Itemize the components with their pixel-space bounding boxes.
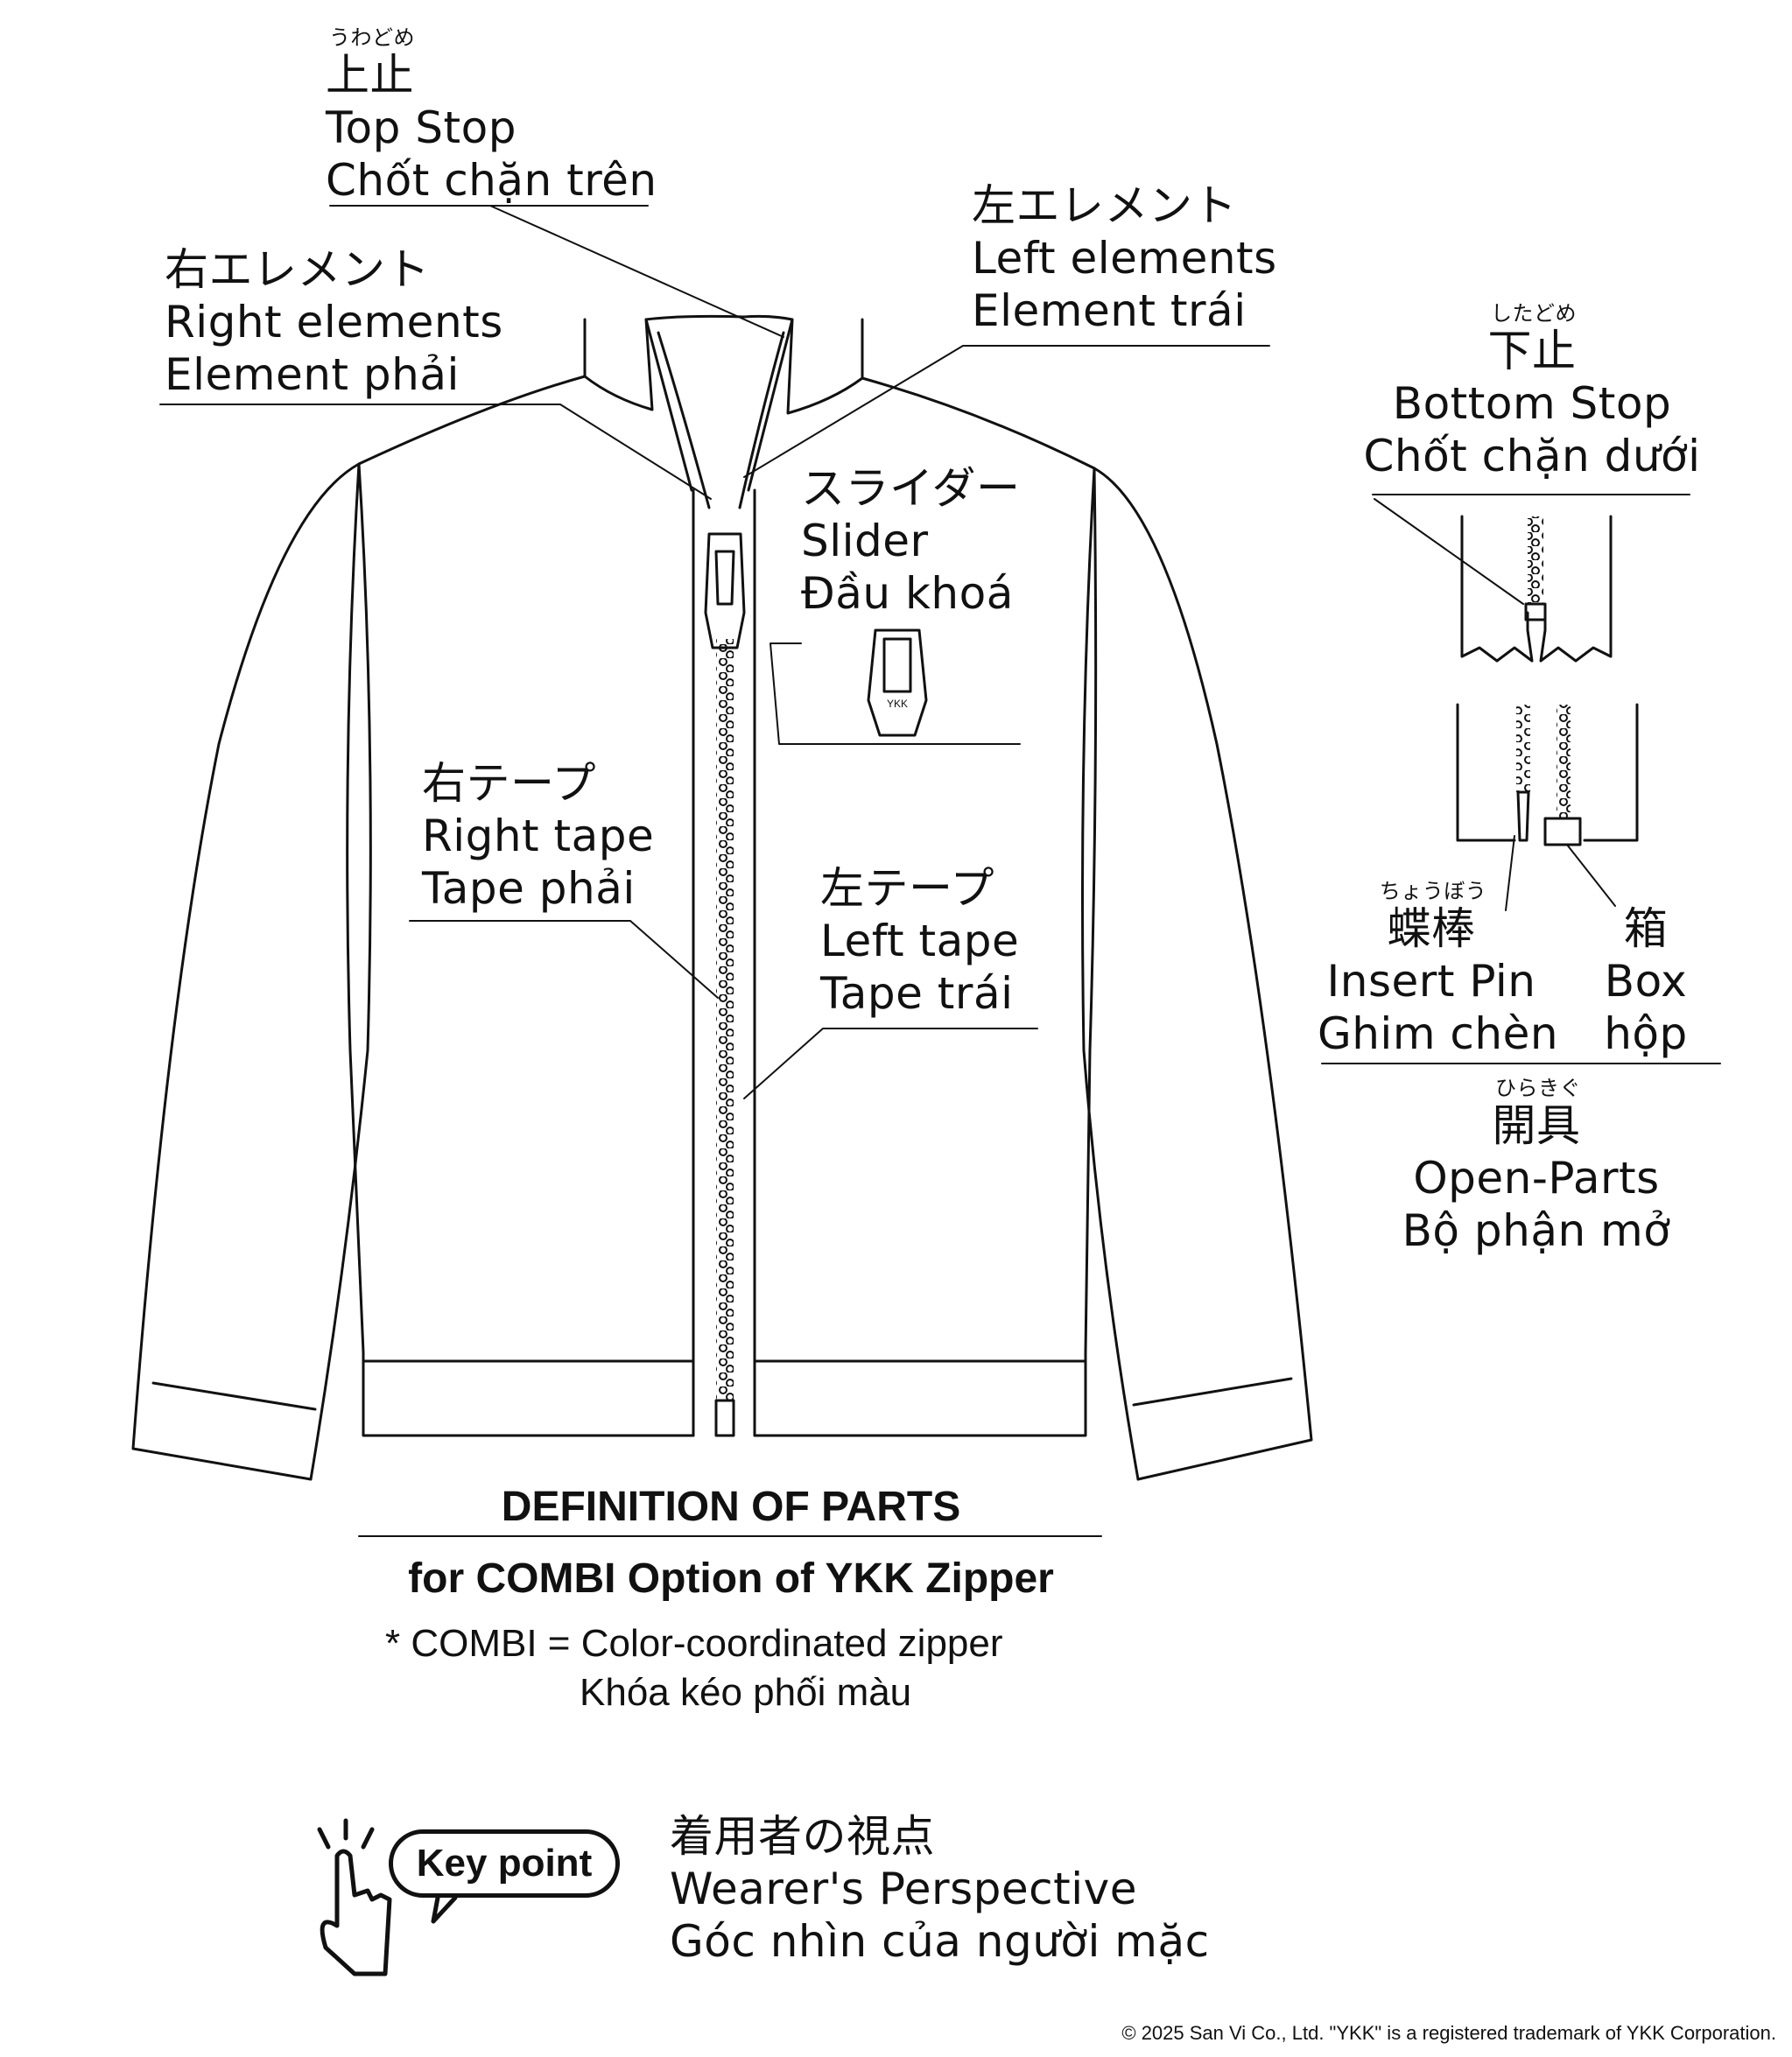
key-point-text: 着用者の視点 Wearer's Perspective Góc nhìn của… [670, 1810, 1210, 1968]
open-parts-ruby: ひらきぐ [1495, 1076, 1581, 1100]
label-slider: スライダー Slider Đầu khoá [801, 462, 1021, 620]
insert-pin-en: Insert Pin [1326, 956, 1536, 1007]
bottom-stop-en: Bottom Stop [1392, 378, 1672, 429]
label-right-elements: 右エレメント Right elements Element phải [165, 243, 503, 401]
insert-pin-ruby: ちょうぼう [1379, 879, 1487, 903]
slider-illustration [867, 628, 928, 737]
insert-pin-vi: Ghim chèn [1318, 1008, 1559, 1059]
open-parts-en: Open-Parts [1413, 1153, 1660, 1204]
right-tape-en: Right tape [422, 811, 655, 861]
key-point-vi: Góc nhìn của người mặc [670, 1916, 1210, 1967]
top-stop-en: Top Stop [326, 102, 517, 153]
label-left-elements: 左エレメント Left elements Element trái [972, 179, 1277, 337]
slider-vi: Đầu khoá [801, 568, 1014, 619]
combi-note-line2: Khóa kéo phối màu [580, 1671, 912, 1714]
left-tape-en: Left tape [820, 916, 1020, 966]
bottom-stop-ja: 下止 [1487, 326, 1577, 376]
label-open-parts: ひらきぐ 開具 Open-Parts Bộ phận mở [1366, 1077, 1707, 1257]
right-tape-vi: Tape phải [422, 863, 636, 914]
zipper-chain [657, 331, 785, 1437]
open-parts-detail [1456, 703, 1639, 846]
slider-en: Slider [801, 516, 929, 566]
label-insert-pin: ちょうぼう 蝶棒 Insert Pin Ghim chèn [1318, 879, 1559, 1060]
box-ja: 箱 [1623, 903, 1669, 954]
key-point-badge: Key point [389, 1829, 620, 1898]
page-title: DEFINITION OF PARTS [501, 1484, 961, 1530]
top-stop-vi: Chốt chặn trên [326, 155, 657, 206]
right-tape-ja: 右テープ [422, 758, 596, 809]
left-tape-vi: Tape trái [820, 968, 1014, 1019]
box-vi: hộp [1604, 1008, 1688, 1059]
top-stop-ja: 上止 [326, 50, 414, 101]
right-elements-ja: 右エレメント [165, 244, 430, 295]
left-tape-ja: 左テープ [820, 863, 994, 914]
bottom-stop-vi: Chốt chặn dưới [1363, 431, 1701, 481]
bottom-stop-ruby: したどめ [1491, 301, 1577, 326]
slider-on-chain [704, 532, 746, 649]
open-parts-vi: Bộ phận mở [1402, 1205, 1671, 1256]
insert-pin-ja: 蝶棒 [1387, 903, 1476, 954]
label-bottom-stop: したどめ 下止 Bottom Stop Chốt chặn dưới [1361, 302, 1703, 482]
top-stop-ruby: うわどめ [329, 25, 415, 50]
leader-lines [159, 205, 1721, 1537]
left-elements-ja: 左エレメント [972, 180, 1237, 231]
label-left-tape: 左テープ Left tape Tape trái [820, 862, 1019, 1020]
left-sleeve [131, 462, 372, 1481]
slider-ja: スライダー [801, 463, 1021, 514]
key-point-ja: 着用者の視点 [670, 1811, 935, 1862]
open-parts-ja: 開具 [1492, 1100, 1581, 1151]
bottom-stop-detail [1460, 515, 1613, 663]
right-elements-vi: Element phải [165, 349, 460, 400]
copyright-notice: © 2025 San Vi Co., Ltd. "YKK" is a regis… [1121, 2022, 1776, 2044]
collar [583, 314, 864, 492]
label-box: 箱 Box hộp [1593, 902, 1698, 1060]
combi-note-line1: * COMBI = Color-coordinated zipper [385, 1622, 1003, 1665]
slider-brand-text: YKK [887, 698, 908, 710]
key-point-en: Wearer's Perspective [670, 1864, 1137, 1914]
right-elements-en: Right elements [165, 297, 503, 348]
label-right-tape: 右テープ Right tape Tape phải [422, 757, 654, 915]
right-sleeve [1081, 467, 1313, 1481]
left-elements-vi: Element trái [972, 285, 1247, 336]
box-en: Box [1604, 956, 1688, 1007]
pointing-hand-icon [317, 1818, 458, 1976]
label-top-stop: うわどめ 上止 Top Stop Chốt chặn trên [326, 26, 657, 207]
left-elements-en: Left elements [972, 233, 1277, 284]
page-subtitle: for COMBI Option of YKK Zipper [408, 1555, 1054, 1602]
